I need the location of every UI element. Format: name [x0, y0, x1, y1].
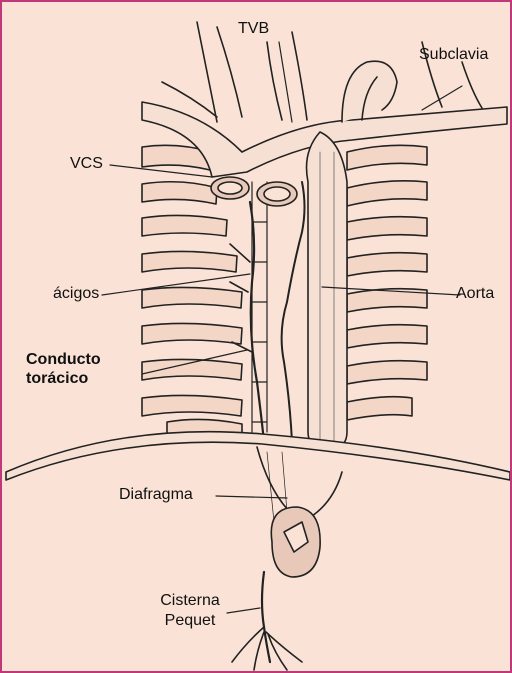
subclavian-artery [342, 61, 397, 122]
label-cisterna-line1: Cisterna [150, 592, 230, 610]
label-subclavia: Subclavia [419, 46, 488, 64]
thoracic-duct [282, 182, 305, 442]
diaphragm [6, 432, 510, 480]
label-vcs: VCS [70, 155, 103, 173]
svc-cut-inner [218, 182, 242, 194]
aorta [307, 132, 348, 450]
label-diafragma: Diafragma [119, 486, 193, 504]
label-acigos: ácigos [53, 285, 99, 303]
right-ribs [347, 145, 427, 420]
label-cisterna-line2: Pequet [150, 612, 230, 630]
label-conducto-line2: torácico [26, 370, 88, 388]
label-tvb: TVB [238, 20, 269, 38]
vessel-cut-inner [264, 187, 290, 201]
cisterna-chyli [262, 572, 270, 662]
label-aorta: Aorta [456, 285, 494, 303]
label-conducto-line1: Conducto [26, 351, 101, 369]
